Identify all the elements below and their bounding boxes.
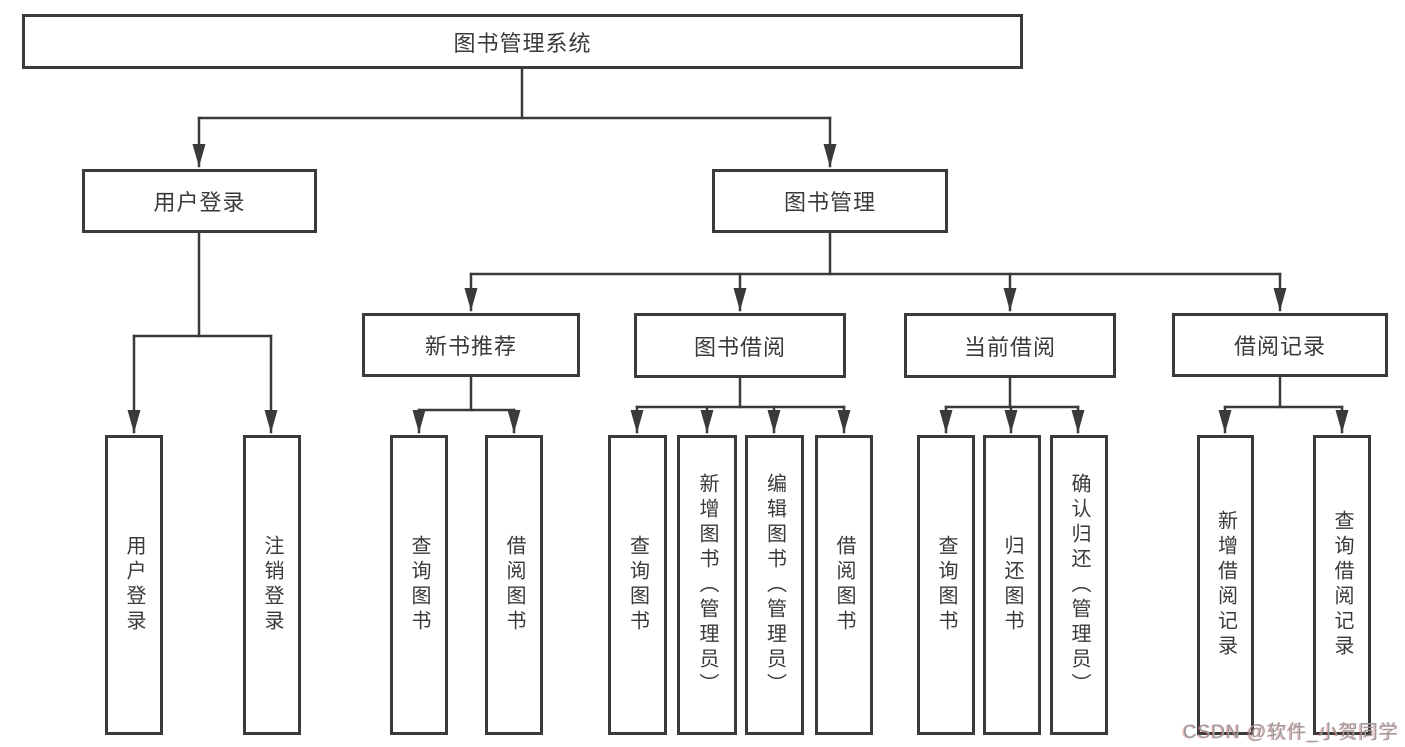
node-label: 借阅记录 (1233, 334, 1326, 359)
node-leaf-add-books-admin: 新增图书（管理员） (677, 435, 737, 735)
node-label: 借阅图书 (503, 535, 525, 635)
node-borrowing-records: 借阅记录 (1172, 313, 1388, 377)
node-leaf-query-books-3: 查询图书 (917, 435, 975, 735)
node-label: 新增图书（管理员） (696, 472, 718, 698)
node-leaf-query-books-2: 查询图书 (608, 435, 667, 735)
node-label: 新增借阅记录 (1214, 510, 1237, 660)
node-label: 用户登录 (153, 190, 246, 215)
node-leaf-borrow-books-2: 借阅图书 (815, 435, 873, 735)
node-label: 查询图书 (935, 535, 957, 635)
node-label: 查询图书 (626, 535, 649, 635)
node-label: 新书推荐 (424, 334, 517, 359)
node-leaf-query-borrow-record: 查询借阅记录 (1313, 435, 1371, 735)
node-label: 当前借阅 (963, 334, 1056, 360)
node-library-management-system: 图书管理系统 (22, 14, 1023, 69)
node-leaf-edit-books-admin: 编辑图书（管理员） (745, 435, 804, 735)
node-label: 借阅图书 (833, 535, 855, 635)
node-label: 查询借阅记录 (1331, 510, 1353, 660)
node-leaf-borrow-books-1: 借阅图书 (485, 435, 543, 735)
node-current-borrowing: 当前借阅 (904, 313, 1116, 378)
node-label: 确认归还（管理员） (1068, 472, 1090, 698)
node-leaf-query-books-1: 查询图书 (390, 435, 448, 735)
node-leaf-confirm-return-admin: 确认归还（管理员） (1050, 435, 1108, 735)
node-label: 图书借阅 (693, 334, 786, 360)
node-new-book-recommendation: 新书推荐 (362, 313, 580, 377)
node-label: 图书管理 (783, 190, 876, 215)
node-leaf-user-login: 用户登录 (105, 435, 163, 735)
node-user-login: 用户登录 (82, 169, 317, 233)
node-leaf-return-books: 归还图书 (983, 435, 1041, 735)
node-label: 归还图书 (1001, 535, 1023, 635)
node-leaf-add-borrow-record: 新增借阅记录 (1197, 435, 1254, 735)
node-book-borrowing: 图书借阅 (634, 313, 846, 378)
node-label: 用户登录 (123, 535, 145, 635)
node-label: 图书管理系统 (453, 30, 592, 56)
csdn-watermark: CSDN @软件_小贺同学 (1183, 722, 1399, 743)
node-label: 编辑图书（管理员） (763, 472, 786, 698)
node-label: 注销登录 (261, 535, 283, 635)
node-book-management: 图书管理 (712, 169, 948, 233)
node-leaf-logout: 注销登录 (243, 435, 301, 735)
node-label: 查询图书 (408, 535, 430, 635)
